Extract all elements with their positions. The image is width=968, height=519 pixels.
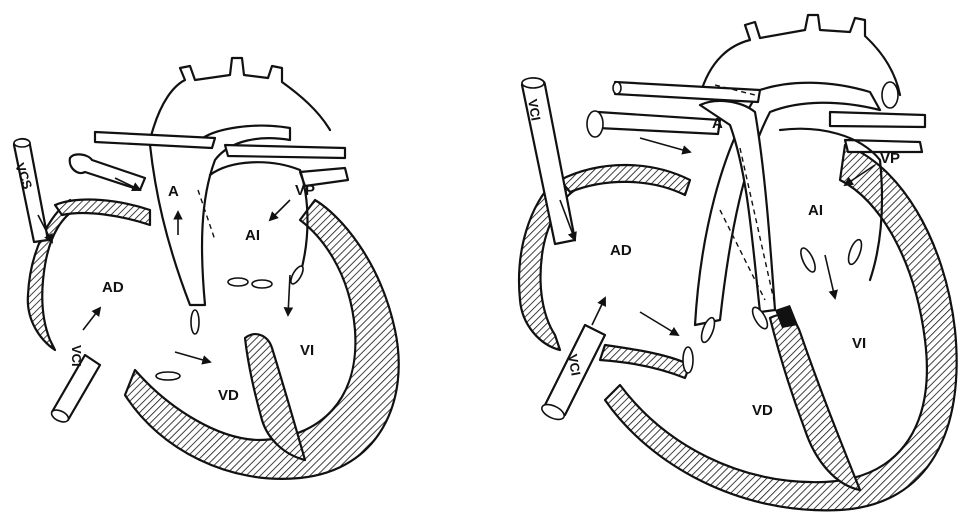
left-label-ai: AI bbox=[245, 227, 260, 244]
right-label-a: A bbox=[712, 115, 723, 132]
left-label-vp: VP bbox=[295, 182, 315, 199]
right-label-ai: AI bbox=[808, 202, 823, 219]
right-label-vi: VI bbox=[852, 335, 866, 352]
right-pulmonary-vein-right bbox=[830, 112, 925, 127]
left-mitral-valve bbox=[228, 278, 248, 286]
left-svc-opening bbox=[14, 139, 30, 147]
right-arrow-vi bbox=[825, 255, 835, 298]
right-arrow-vd bbox=[640, 312, 678, 335]
left-label-vci: VCI bbox=[69, 345, 84, 367]
right-pulmonary-branch-top bbox=[615, 82, 760, 102]
right-vci-upper-opening bbox=[522, 78, 544, 88]
left-pulmonary-vein-right bbox=[70, 154, 145, 190]
right-mitral-valve bbox=[798, 246, 818, 274]
right-label-ad: AD bbox=[610, 242, 632, 259]
left-label-a: A bbox=[168, 183, 179, 200]
right-label-vd: VD bbox=[752, 402, 773, 419]
right-mitral-valve-2 bbox=[846, 238, 864, 266]
left-arrow-vp bbox=[270, 200, 290, 220]
left-pulmonary-branch-left bbox=[95, 132, 215, 148]
left-pulmonary-branch-right bbox=[225, 145, 345, 158]
left-tricuspid-valve bbox=[191, 310, 199, 334]
left-arrow-vi bbox=[288, 275, 290, 315]
right-arrow-branch bbox=[640, 138, 690, 152]
left-atrium-top-wall bbox=[55, 200, 150, 225]
left-arrow-ivc bbox=[83, 308, 100, 330]
right-heart-diagram: VCI VCI AD A AI VP VI VD bbox=[519, 15, 957, 510]
left-arrow-vd bbox=[175, 352, 210, 362]
right-branch-mid-opening bbox=[587, 111, 603, 137]
right-label-vp: VP bbox=[880, 150, 900, 167]
left-aortic-valve bbox=[289, 264, 306, 285]
right-pulmonary-branch-mid bbox=[598, 112, 720, 134]
right-aorta-opening bbox=[882, 82, 898, 108]
right-arrow-vci-lower bbox=[592, 298, 605, 325]
left-pulmonary-valve bbox=[156, 372, 180, 380]
right-atrium-bottom-wall bbox=[600, 345, 690, 378]
right-septum bbox=[770, 315, 860, 490]
left-label-vd: VD bbox=[218, 387, 239, 404]
right-branch-top-opening bbox=[613, 82, 621, 94]
left-left-atrium-outline bbox=[210, 162, 308, 275]
left-heart-diagram: VCS VCI AD A AI VP VI VD bbox=[12, 58, 399, 479]
left-svc-tube bbox=[14, 139, 48, 242]
left-label-ad: AD bbox=[102, 279, 124, 296]
left-label-vi: VI bbox=[300, 342, 314, 359]
right-pulmonary-valve bbox=[683, 347, 693, 373]
left-mitral-valve-2 bbox=[252, 280, 272, 288]
right-atrium-top-wall bbox=[560, 165, 690, 195]
